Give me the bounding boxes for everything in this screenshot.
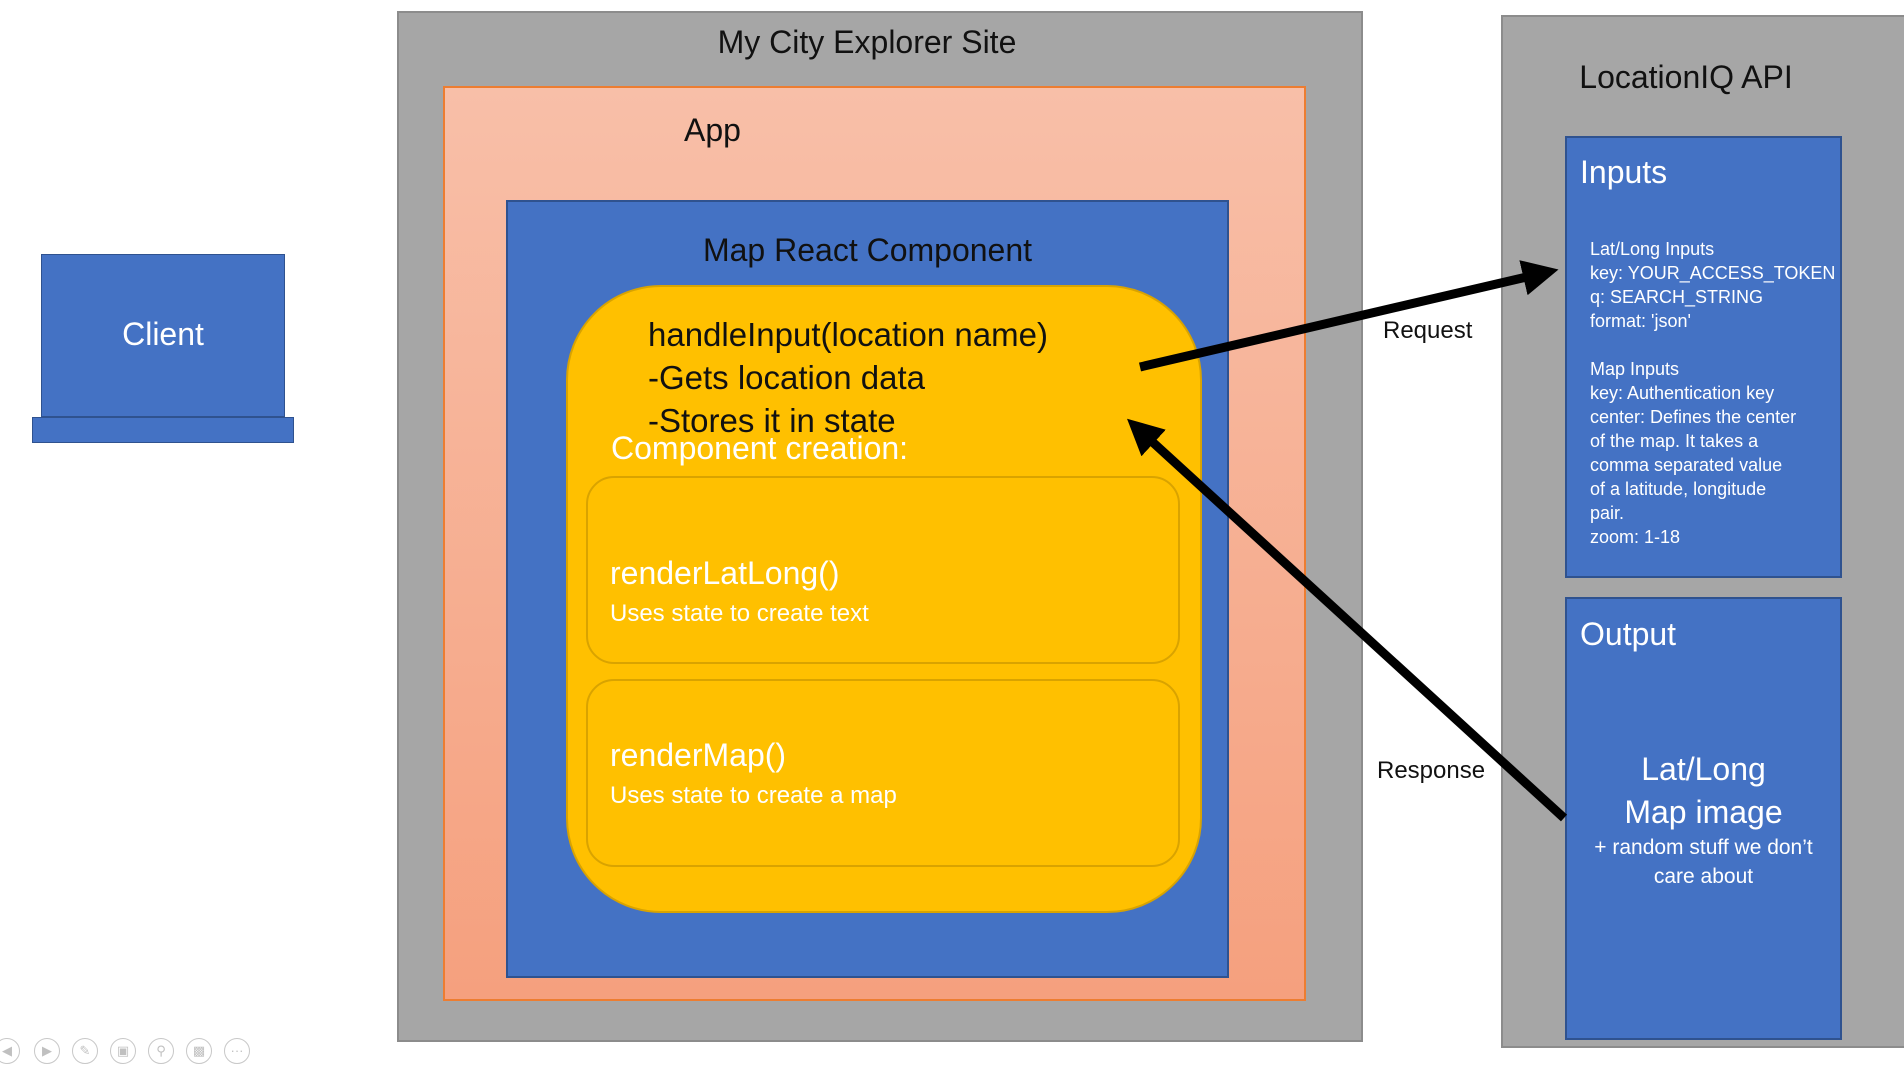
render-lat-long-desc: Uses state to create text xyxy=(610,600,869,627)
handle-input-step-get: -Gets location data xyxy=(648,359,925,396)
handle-input-signature: handleInput(location name) xyxy=(648,316,1048,353)
input-line: Lat/Long Inputs xyxy=(1590,239,1715,259)
output-map-image: Map image xyxy=(1624,794,1783,830)
app-title: App xyxy=(684,112,741,148)
pen-icon[interactable]: ✎ xyxy=(72,1038,98,1064)
input-line: zoom: 1-18 xyxy=(1590,527,1681,547)
client-laptop-base xyxy=(32,417,294,443)
inputs-box xyxy=(1565,136,1842,578)
client-laptop-screen xyxy=(41,254,285,417)
input-line: format: 'json' xyxy=(1590,311,1691,331)
subtitle-icon[interactable]: ▩ xyxy=(186,1038,212,1064)
render-map-desc: Uses state to create a map xyxy=(610,782,897,809)
previous-icon[interactable]: ◀ xyxy=(0,1038,20,1064)
input-line: center: Defines the center xyxy=(1590,407,1797,427)
more-icon[interactable]: ··· xyxy=(224,1038,250,1064)
input-line: of a latitude, longitude xyxy=(1590,479,1767,499)
slides-icon[interactable]: ▣ xyxy=(110,1038,136,1064)
output-title: Output xyxy=(1580,616,1677,652)
request-label: Request xyxy=(1383,317,1473,344)
request-arrow xyxy=(1138,260,1559,372)
input-line: q: SEARCH_STRING xyxy=(1590,287,1764,307)
api-title: LocationIQ API xyxy=(1579,59,1793,95)
site-title: My City Explorer Site xyxy=(717,24,1017,60)
slideshow-toolbar: ◀ ▶ ✎ ▣ ⚲ ▩ ··· xyxy=(0,1038,260,1068)
input-line: pair. xyxy=(1590,503,1625,523)
output-box xyxy=(1565,597,1842,1040)
render-map-box xyxy=(586,679,1180,867)
input-line: key: Authentication key xyxy=(1590,383,1775,403)
output-lat-long: Lat/Long xyxy=(1641,751,1766,787)
response-arrow xyxy=(1127,418,1568,822)
map-component-title: Map React Component xyxy=(702,232,1033,268)
render-lat-long-name: renderLatLong() xyxy=(610,555,840,591)
zoom-icon[interactable]: ⚲ xyxy=(148,1038,174,1064)
response-label: Response xyxy=(1377,757,1486,784)
output-extra-line: + random stuff we don’t xyxy=(1594,836,1813,859)
client-label: Client xyxy=(122,316,204,352)
next-icon[interactable]: ▶ xyxy=(34,1038,60,1064)
component-creation-label: Component creation: xyxy=(611,430,909,466)
render-lat-long-box xyxy=(586,476,1180,664)
input-line: Map Inputs xyxy=(1590,359,1680,379)
input-line: comma separated value xyxy=(1590,455,1783,475)
render-map-name: renderMap() xyxy=(610,737,787,773)
input-line: of the map. It takes a xyxy=(1590,431,1759,451)
input-line: key: YOUR_ACCESS_TOKEN xyxy=(1590,263,1836,283)
output-extra-line: care about xyxy=(1653,865,1754,888)
handle-input-step-store: -Stores it in state xyxy=(648,402,896,439)
inputs-title: Inputs xyxy=(1580,154,1668,190)
